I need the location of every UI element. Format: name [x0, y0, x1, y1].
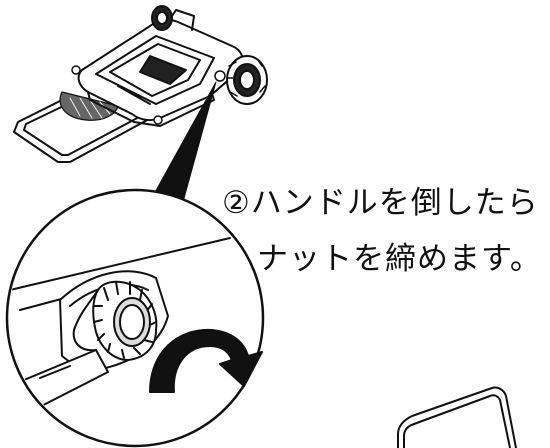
rear-wheel [226, 55, 268, 105]
handle-frame [13, 94, 163, 163]
side-brush [59, 91, 119, 121]
instruction-line-2: ナットを締めます。 [257, 241, 542, 277]
sweeper-body [77, 9, 244, 127]
clockwise-rotate-arrow-icon [149, 328, 263, 393]
instruction-line-1: ②ハンドルを倒したら [222, 185, 539, 221]
detail-magnifier [5, 188, 265, 448]
knob-nut-icon [72, 280, 158, 361]
front-wheel [151, 5, 173, 31]
sweeper-illustration [13, 5, 268, 163]
next-step-frame [397, 386, 517, 448]
axle-bolts [71, 65, 226, 125]
